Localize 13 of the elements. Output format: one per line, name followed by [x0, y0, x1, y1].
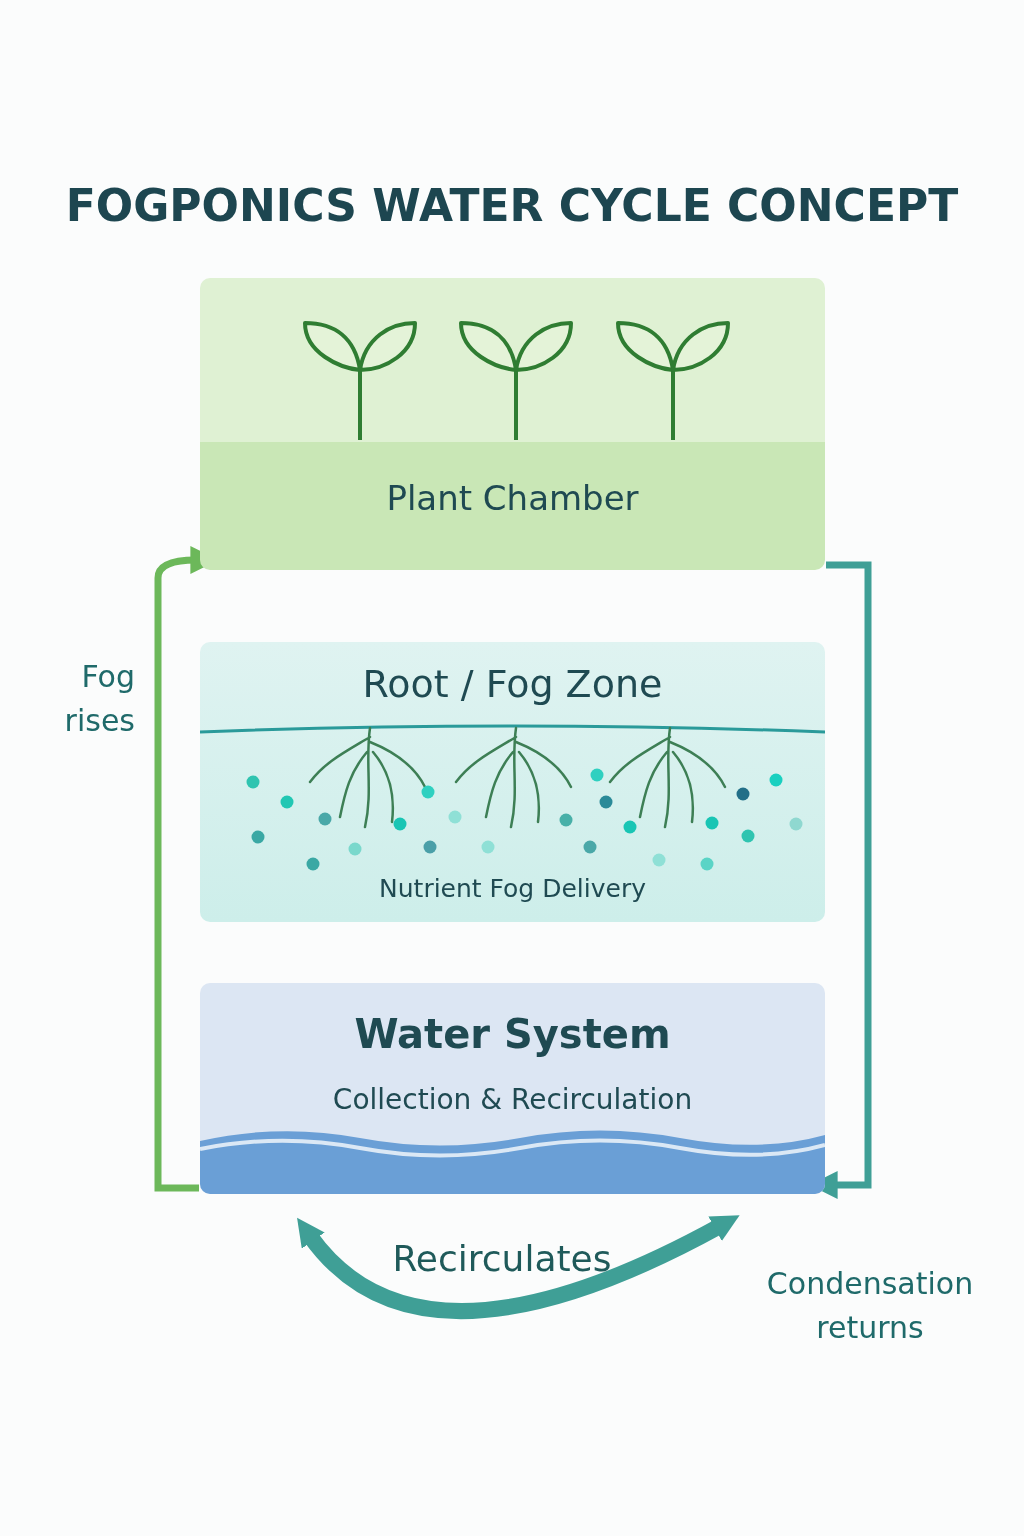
chamber-panel [200, 642, 825, 922]
panel-subtitle: Collection & Recirculation [331, 1083, 694, 1116]
panel-title: Water System [353, 1011, 672, 1057]
chamber-panel [200, 278, 825, 570]
arrow [295, 1215, 740, 1319]
panel-title: Plant Chamber [385, 478, 640, 518]
panel-title: Root / Fog Zone [361, 662, 664, 706]
chamber-panel [200, 983, 825, 1194]
diagram-title: FOGPONICS WATER CYCLE CONCEPT [64, 180, 960, 231]
edge-label: Fog rises [63, 658, 135, 740]
panel-subtitle: Nutrient Fog Delivery [378, 874, 647, 903]
edge-label: Recirculates [391, 1237, 613, 1281]
edge-label: Condensation returns [765, 1265, 975, 1347]
